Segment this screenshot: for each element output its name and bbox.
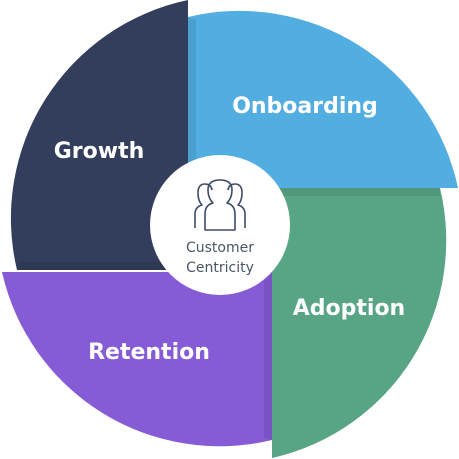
segment-edge-shadow xyxy=(188,17,196,188)
segment-adoption xyxy=(272,188,447,458)
people-group-icon xyxy=(194,179,246,231)
segment-edge-shadow xyxy=(264,272,272,440)
segment-retention xyxy=(2,272,272,447)
segment-edge-shadow xyxy=(17,262,188,270)
center-label-line1: Customer xyxy=(186,240,254,256)
label-growth: Growth xyxy=(54,139,145,164)
label-onboarding: Onboarding xyxy=(232,94,378,119)
segment-onboarding xyxy=(188,10,458,188)
label-adoption: Adoption xyxy=(293,296,405,321)
segment-edge-shadow xyxy=(272,188,440,196)
label-retention: Retention xyxy=(88,340,210,365)
segment-growth xyxy=(10,0,188,270)
center-circle xyxy=(150,155,290,295)
center-label-line2: Centricity xyxy=(186,260,254,276)
